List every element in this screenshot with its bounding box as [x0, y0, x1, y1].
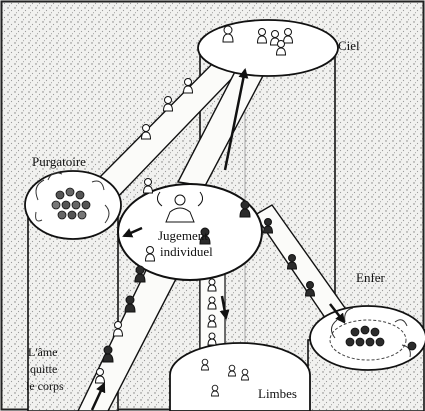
heaven-disc: [198, 20, 338, 76]
label-jugement-line1: Jugement: [158, 228, 208, 243]
label-enfer: Enfer: [356, 270, 386, 285]
label-purgatoire: Purgatoire: [32, 154, 86, 169]
label-ciel: Ciel: [338, 38, 360, 53]
label-ame-line1: L'âme: [28, 345, 57, 359]
label-ame-line3: le corps: [26, 379, 64, 393]
label-jugement-line2: individuel: [160, 244, 213, 259]
hell-disc: [310, 306, 425, 370]
label-ame-line2: quitte: [30, 362, 57, 376]
label-limbes: Limbes: [258, 386, 297, 401]
